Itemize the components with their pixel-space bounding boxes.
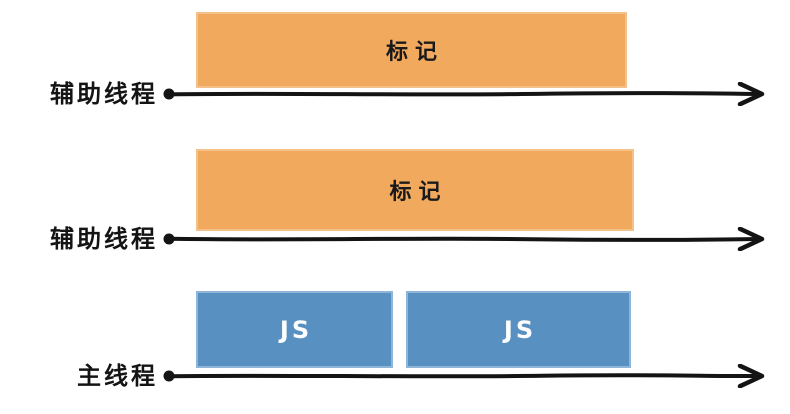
arrow-head-icon [737,364,765,388]
timeline-arrow-auxiliary-2 [162,227,774,251]
thread-label-auxiliary-2: 辅助线程 [50,225,158,253]
js-bar-label: JS [503,315,537,344]
js-bar-main-2: JS [406,291,631,368]
js-bar-label: JS [279,315,313,344]
mark-bar-label: 标记 [389,180,448,205]
timeline-arrow-main [162,364,774,388]
timeline-arrow-svg [163,227,765,251]
timeline-arrow-auxiliary-1 [162,82,774,106]
js-bar-main-1: JS [196,291,393,368]
arrow-shaft [167,91,761,97]
timeline-arrow-svg [163,82,765,106]
mark-bar-auxiliary-1: 标记 [196,12,627,88]
arrow-head-icon [737,82,765,106]
thread-label-main: 主线程 [77,362,158,390]
mark-bar-auxiliary-2: 标记 [196,149,634,231]
mark-bar-label: 标记 [385,40,444,65]
timeline-arrow-svg [163,364,765,388]
arrow-shaft [167,373,761,379]
thread-label-auxiliary-1: 辅助线程 [50,80,158,108]
arrow-head-icon [737,227,765,251]
arrow-shaft [167,236,761,242]
